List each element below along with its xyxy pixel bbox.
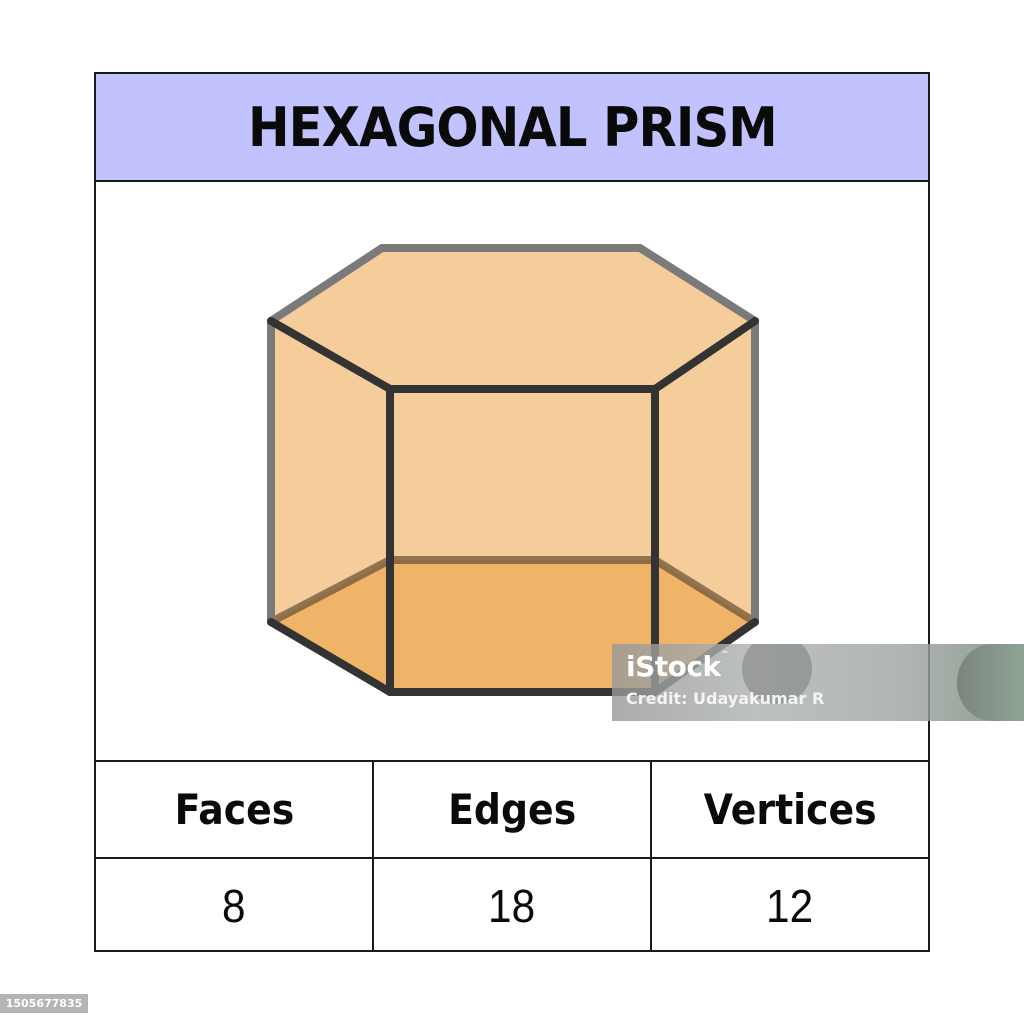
top-face: [271, 248, 755, 389]
header-vertices-label: Vertices: [703, 785, 877, 834]
edges-value: 18: [488, 879, 536, 932]
back-edges: [267, 244, 759, 626]
properties-table: Faces Edges Vertices 8 18 12: [96, 760, 928, 952]
header-edges-label: Edges: [447, 785, 577, 834]
title-banner: HEXAGONAL PRISM: [96, 74, 928, 182]
credit-text: Credit: Udayakumar R: [626, 689, 825, 708]
header-faces-label: Faces: [174, 785, 294, 834]
value-cell-vertices: 12: [652, 859, 928, 952]
header-cell-faces: Faces: [96, 762, 374, 857]
header-cell-vertices: Vertices: [652, 762, 928, 857]
istock-watermark: iStock™ Credit: Udayakumar R: [612, 644, 1024, 721]
worksheet-card: HEXAGONAL PRISM: [94, 72, 930, 952]
hidden-edges: [267, 556, 759, 626]
page-title: HEXAGONAL PRISM: [247, 95, 778, 159]
table-header-row: Faces Edges Vertices: [96, 762, 928, 859]
image-id-badge: 1505677835: [0, 994, 88, 1013]
table-values-row: 8 18 12: [96, 859, 928, 952]
value-cell-faces: 8: [96, 859, 374, 952]
watermark-leaf-decoration: [957, 644, 1024, 721]
istock-logo: iStock™: [626, 650, 729, 683]
trademark-symbol: ™: [721, 650, 729, 658]
vertices-value: 12: [766, 879, 814, 932]
istock-logo-text: iStock: [626, 650, 721, 683]
faces-value: 8: [222, 879, 246, 932]
header-cell-edges: Edges: [374, 762, 652, 857]
value-cell-edges: 18: [374, 859, 652, 952]
watermark-circle-decoration: [742, 644, 812, 704]
